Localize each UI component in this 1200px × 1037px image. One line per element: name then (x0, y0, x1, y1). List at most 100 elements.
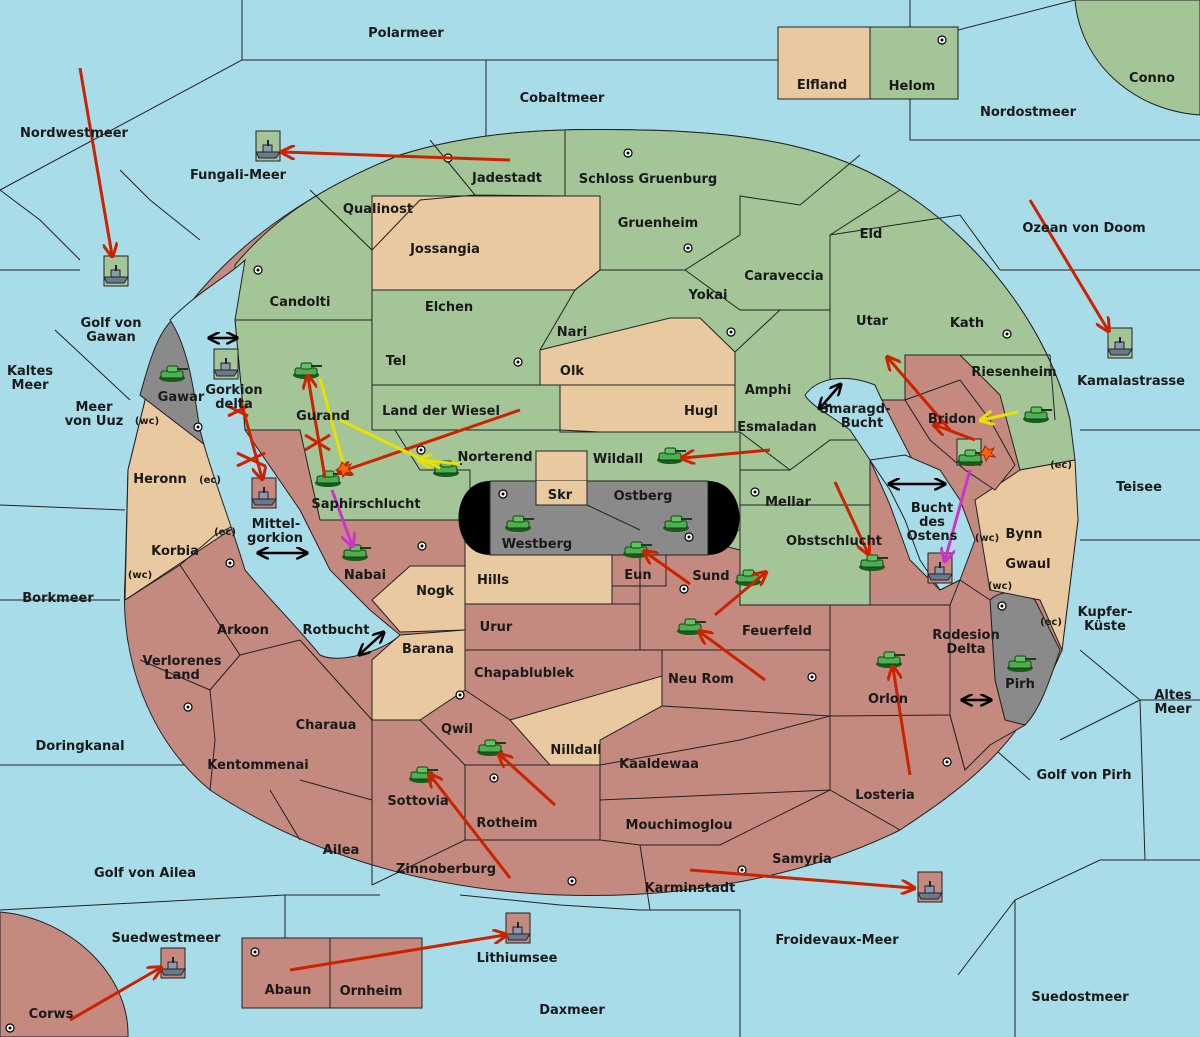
label-sund: Sund (692, 569, 729, 584)
label-kaltes-2: Meer (12, 378, 50, 393)
label-borkmeer: Borkmeer (22, 591, 94, 606)
label-zinnoberburg: Zinnoberburg (396, 862, 496, 877)
label-jossangia: Jossangia (409, 242, 480, 257)
label-ostberg: Ostberg (614, 489, 673, 504)
region-labels: Polarmeer Cobaltmeer Nordostmeer Nordwes… (7, 26, 1192, 1022)
tag-gawar-wc: (wc) (135, 416, 159, 427)
label-tel: Tel (386, 354, 406, 369)
label-kupfer-1: Kupfer- (1078, 605, 1133, 620)
convoy-orders (330, 469, 972, 560)
label-ailea: Ailea (323, 843, 360, 858)
region-rodesion[interactable] (949, 579, 1027, 771)
label-bucht-1: Bucht (911, 501, 953, 516)
label-qualinost: Qualinost (343, 202, 413, 217)
label-amphi: Amphi (745, 383, 792, 398)
label-kaaldewaa: Kaaldewaa (619, 757, 699, 772)
label-kupfer-2: Küste (1084, 619, 1126, 634)
label-caraveccia: Caraveccia (744, 269, 823, 284)
label-nogk: Nogk (416, 584, 454, 599)
label-mittel-2: gorkion (247, 531, 303, 546)
label-altes-1: Altes (1154, 688, 1192, 703)
label-helom: Helom (889, 79, 936, 94)
label-kamalastrasse: Kamalastrasse (1077, 374, 1185, 389)
label-golf-gawan-1: Golf von (81, 316, 142, 331)
label-mouchi: Mouchimoglou (626, 818, 733, 833)
label-smaragd-2: Bucht (841, 416, 883, 431)
label-cobaltmeer: Cobaltmeer (520, 91, 605, 106)
label-samyria: Samyria (772, 852, 832, 867)
move-orders (69, 67, 1108, 1022)
label-conno: Conno (1129, 71, 1175, 86)
label-gorkion-1: Gorkion (205, 383, 262, 398)
label-hills: Hills (477, 573, 509, 588)
label-neurom: Neu Rom (668, 672, 734, 687)
label-kentommenai: Kentommenai (207, 758, 308, 773)
label-hugl: Hugl (684, 404, 718, 419)
label-obstschlucht: Obstschlucht (786, 534, 882, 549)
tag-heronn-ec: (ec) (199, 475, 221, 486)
label-urur: Urur (480, 620, 513, 635)
label-utar: Utar (856, 314, 889, 329)
label-ozean: Ozean von Doom (1022, 221, 1145, 236)
label-eun: Eun (624, 568, 651, 583)
label-rotbucht: Rotbucht (303, 623, 370, 638)
tag-bynn-ec: (ec) (1050, 460, 1072, 471)
label-westberg: Westberg (502, 537, 572, 552)
label-suedwestmeer: Suedwestmeer (111, 931, 221, 946)
label-corws: Corws (29, 1007, 74, 1022)
label-elfland: Elfland (797, 78, 847, 93)
adjacency-arrows (210, 338, 990, 700)
label-golf-pirh: Golf von Pirh (1036, 768, 1131, 783)
label-arkoon: Arkoon (217, 623, 269, 638)
label-skr: Skr (548, 488, 573, 503)
label-qwil: Qwil (441, 722, 473, 737)
label-mellar: Mellar (765, 495, 811, 510)
label-nilldall: Nilldall (550, 743, 601, 758)
region-abaun[interactable] (241, 937, 331, 1009)
label-fungali: Fungali-Meer (190, 168, 287, 183)
label-verlorenes-2: Land (164, 668, 200, 683)
battle-markers (334, 445, 997, 479)
label-orlon: Orlon (868, 692, 908, 707)
label-kath: Kath (950, 316, 984, 331)
label-kaltes-1: Kaltes (7, 364, 53, 379)
region-skr-upper (535, 481, 588, 506)
region-nogk[interactable] (371, 565, 466, 633)
failed-orders (227, 404, 331, 468)
tag-gwaul-wc: (wc) (988, 581, 1012, 592)
tag-gwaul-ec: (ec) (1040, 617, 1062, 628)
label-pirh: Pirh (1005, 677, 1035, 692)
label-golf-ailea: Golf von Ailea (94, 866, 196, 881)
label-feuerfeld: Feuerfeld (742, 624, 812, 639)
label-rotheim: Rotheim (476, 816, 537, 831)
label-chapa: Chapablublek (474, 666, 574, 681)
label-polarmeer: Polarmeer (368, 26, 444, 41)
label-nordostmeer: Nordostmeer (980, 105, 1077, 120)
label-schloss: Schloss Gruenburg (579, 172, 717, 187)
label-riesenheim: Riesenheim (971, 365, 1056, 380)
label-norterend: Norterend (457, 450, 532, 465)
label-uuz-2: von Uuz (65, 414, 124, 429)
support-orders (318, 377, 1019, 471)
label-rodesion-1: Rodesion (932, 628, 999, 643)
label-verlorenes-1: Verlorenes (142, 654, 221, 669)
label-elchen: Elchen (425, 300, 473, 315)
coast-tags: (wc) (ec) (ec) (wc) (ec) (wc) (wc) (ec) (128, 416, 1072, 628)
label-saphir: Saphirschlucht (311, 497, 420, 512)
tag-bynn-wc: (wc) (975, 533, 999, 544)
label-korbia: Korbia (151, 544, 199, 559)
label-golf-gawan-2: Gawan (86, 330, 135, 345)
label-gruenheim: Gruenheim (618, 216, 698, 231)
label-eld: Eld (860, 227, 883, 242)
region-conno[interactable] (1074, 0, 1200, 116)
label-bucht-3: Ostens (907, 529, 958, 544)
label-olk: Olk (560, 364, 585, 379)
region-elfland[interactable] (777, 26, 871, 100)
label-doringkanal: Doringkanal (35, 739, 124, 754)
label-gurand: Gurand (296, 409, 350, 424)
label-wildall: Wildall (593, 452, 643, 467)
label-gwaul: Gwaul (1005, 557, 1050, 572)
region-bynn-gwaul[interactable] (974, 459, 1079, 652)
label-esmaladan: Esmaladan (737, 420, 817, 435)
